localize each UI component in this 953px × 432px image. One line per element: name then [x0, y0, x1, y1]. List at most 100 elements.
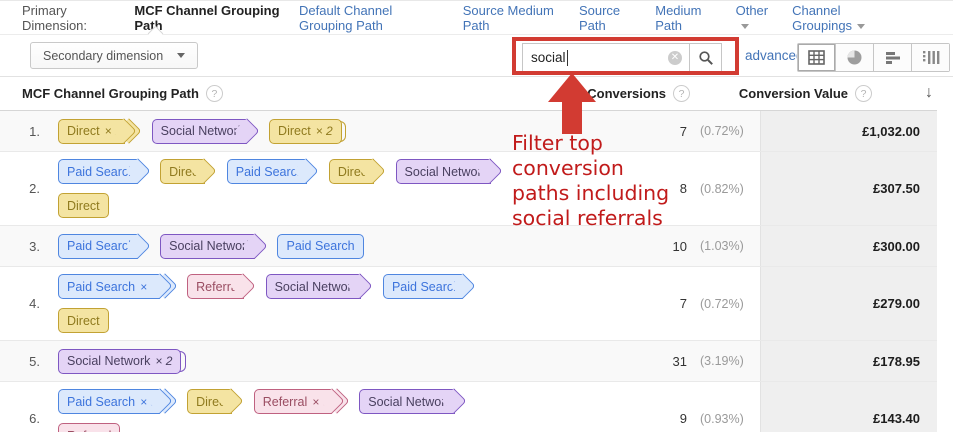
- channel-badge-label: Direct: [278, 124, 311, 138]
- table-header-row: MCF Channel Grouping Path ? Conversions …: [0, 77, 937, 111]
- table-view-icon[interactable]: [798, 44, 835, 71]
- channel-badge-label: Direct: [67, 314, 100, 328]
- channel-badge-social-network: Social Network: [266, 274, 361, 299]
- row-number: 5.: [0, 354, 40, 369]
- channel-badge-social-network: Social Network: [152, 119, 247, 144]
- channel-badge-label: Paid Search: [236, 165, 304, 179]
- row-number: 3.: [0, 239, 40, 254]
- channel-badge-social-network: Social Network × 2: [58, 349, 181, 374]
- conversion-value-cell: £178.95: [760, 341, 937, 381]
- table-row: 3. Paid Search Social Network Paid Search 10…: [0, 226, 937, 267]
- channel-badge-paid-search: Paid Search: [383, 274, 463, 299]
- channel-badge-label: Paid Search: [67, 239, 135, 253]
- help-icon[interactable]: ?: [673, 85, 690, 102]
- search-input[interactable]: social ✕: [522, 43, 690, 72]
- channel-badge-paid-search: Paid Search: [58, 234, 138, 259]
- column-header-path[interactable]: MCF Channel Grouping Path ?: [22, 85, 223, 102]
- row-number: 6.: [0, 411, 40, 426]
- channel-badge-social-network: Social Network: [160, 234, 255, 259]
- conversions-percent: (0.72%): [700, 124, 760, 138]
- conversions-count: 10: [673, 239, 687, 254]
- conversion-value-cell: £279.00: [760, 267, 937, 340]
- conversions-percent: (1.03%): [700, 239, 760, 253]
- row-number: 4.: [0, 296, 40, 311]
- row-number: 1.: [0, 124, 40, 139]
- channel-badge-paid-search: Paid Search: [58, 159, 138, 184]
- channel-path-cell: Direct × 2 Social Network Direct × 2: [58, 112, 542, 151]
- channel-groupings-menu[interactable]: Channel Groupings: [792, 3, 895, 33]
- help-icon[interactable]: ?: [855, 85, 872, 102]
- chevron-down-icon: [177, 53, 185, 58]
- channel-badge-social-network: Social Network: [359, 389, 454, 414]
- channel-badge-multiplier: × 2: [155, 354, 172, 368]
- channel-badge-direct: Direct: [58, 193, 109, 218]
- sort-descending-icon[interactable]: ↓: [925, 84, 933, 102]
- primary-dimension-label: Primary Dimension:: [22, 3, 115, 33]
- channel-badge-direct: Direct: [187, 389, 232, 414]
- channel-badge-label: Paid Search: [67, 395, 135, 409]
- search-button[interactable]: [689, 43, 722, 72]
- channel-badge-label: Direct: [67, 199, 100, 213]
- column-header-conversions[interactable]: Conversions ?: [587, 85, 690, 102]
- help-icon[interactable]: ?: [206, 85, 223, 102]
- channel-badge-label: Direct: [338, 165, 371, 179]
- channel-badge-label: Social Network: [275, 280, 358, 294]
- channel-badge-direct: Direct: [329, 159, 374, 184]
- conversions-cell: 10 (1.03%): [542, 239, 760, 254]
- conversion-value-cell: £1,032.00: [760, 111, 937, 151]
- channel-badge-multiplier: × 2: [105, 124, 122, 138]
- channel-badge-label: Social Network: [67, 354, 150, 368]
- channel-badge-multiplier: × 5: [140, 395, 157, 409]
- column-header-conversion-value[interactable]: Conversion Value ?: [739, 85, 872, 102]
- channel-badge-multiplier: × 2: [316, 124, 333, 138]
- primary-dimension-bar: Primary Dimension: MCF Channel Grouping …: [0, 1, 953, 35]
- conversions-percent: (0.82%): [700, 182, 760, 196]
- channel-badge-paid-search: Paid Search: [227, 159, 307, 184]
- secondary-dimension-button[interactable]: Secondary dimension: [30, 42, 198, 69]
- channel-badge-label: Paid Search: [67, 165, 135, 179]
- conversions-percent: (0.93%): [700, 412, 760, 426]
- row-number: 2.: [0, 181, 40, 196]
- report-toolbar: Secondary dimension social ✕ advanced: [0, 35, 953, 77]
- search-icon: [698, 50, 714, 66]
- conversions-cell: 8 (0.82%): [542, 181, 760, 196]
- channel-badge-label: Social Network: [405, 165, 488, 179]
- conversion-paths-table: MCF Channel Grouping Path ? Conversions …: [0, 77, 937, 432]
- channel-badge-label: Paid Search: [286, 239, 354, 253]
- primary-dimension-link[interactable]: Source Path: [579, 3, 636, 33]
- text-cursor: [567, 50, 568, 66]
- conversion-value-cell: £300.00: [760, 226, 937, 266]
- channel-badge-paid-search: Paid Search× 4: [58, 274, 160, 299]
- channel-badge-label: Direct: [169, 165, 202, 179]
- advanced-filter-link[interactable]: advanced: [745, 48, 804, 63]
- view-toggle-group: [797, 43, 950, 72]
- primary-dimension-link[interactable]: Default Channel Grouping Path: [299, 3, 444, 33]
- conversions-count: 31: [673, 354, 687, 369]
- primary-dimension-link[interactable]: Source Medium Path: [463, 3, 560, 33]
- chevron-down-icon: [741, 24, 749, 29]
- channel-badge-label: Direct: [67, 124, 100, 138]
- channel-badge-direct: Direct × 2: [58, 119, 125, 144]
- primary-dimension-link[interactable]: Medium Path: [655, 3, 716, 33]
- percentage-view-icon[interactable]: [835, 44, 873, 71]
- performance-view-icon[interactable]: [873, 44, 911, 71]
- channel-badge-direct: Direct × 2: [269, 119, 342, 144]
- channel-badge-label: Social Network: [169, 239, 252, 253]
- conversions-cell: 7(0.72%): [542, 296, 760, 311]
- channel-badge-label: Referral: [263, 395, 307, 409]
- conversions-count: 8: [680, 181, 687, 196]
- conversions-count: 7: [680, 296, 687, 311]
- clear-search-icon[interactable]: ✕: [668, 51, 682, 65]
- other-dimension-menu[interactable]: Other: [736, 3, 773, 33]
- conversions-cell: 7(0.72%): [542, 124, 760, 139]
- search-input-value: social: [531, 50, 566, 65]
- channel-badge-label: Paid Search: [67, 280, 135, 294]
- channel-badge-label: Social Network: [368, 395, 451, 409]
- pivot-view-icon[interactable]: [911, 44, 949, 71]
